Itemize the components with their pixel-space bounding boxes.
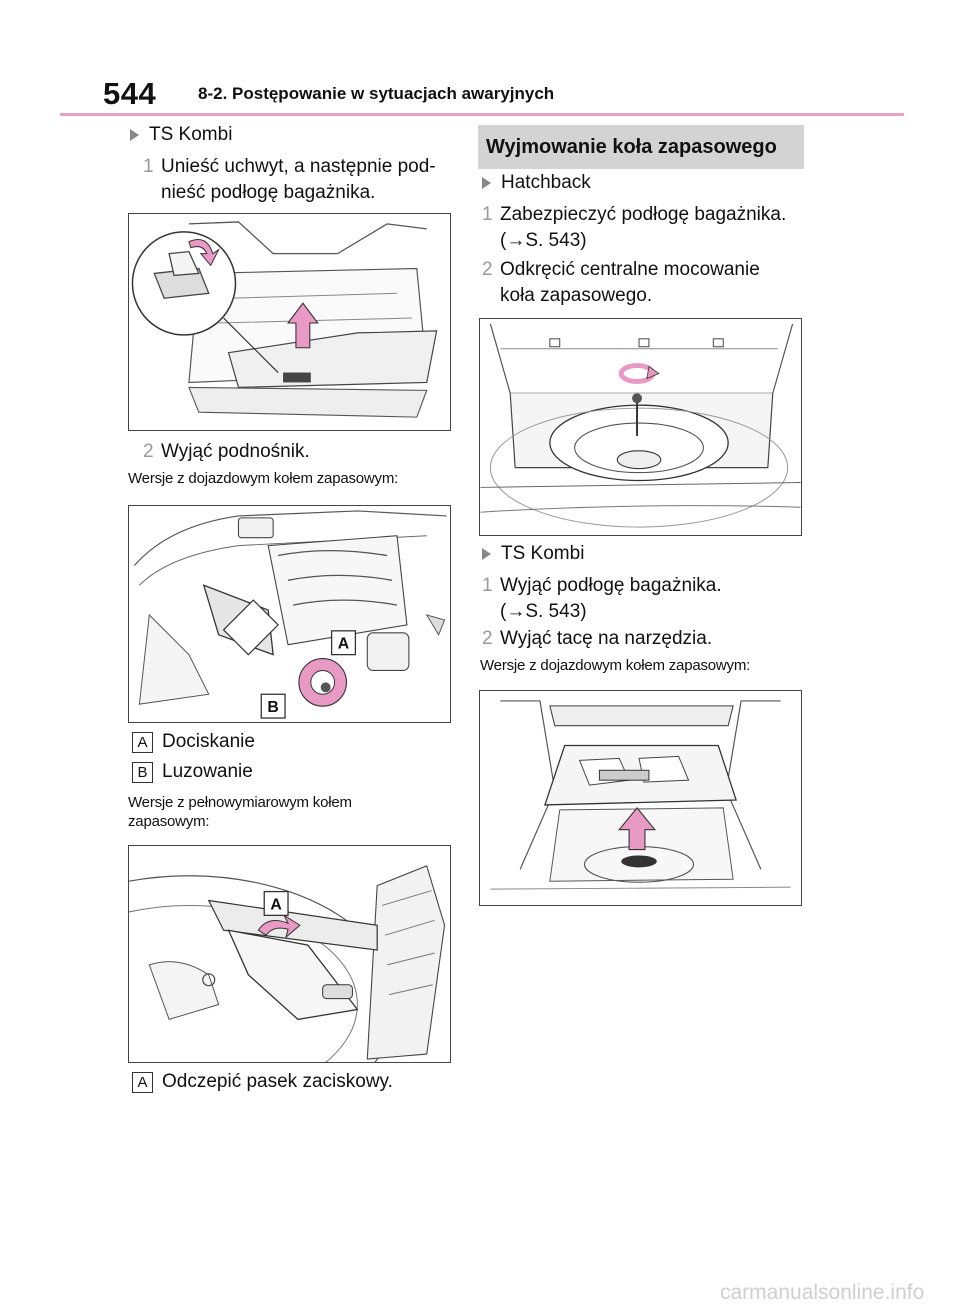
bullet-label: TS Kombi xyxy=(149,124,233,145)
figure-spare-wheel-hatchback xyxy=(479,318,802,536)
header-rule xyxy=(60,113,904,116)
note-compact-spare-right: Wersje z dojazdowym kołem zapasowym: xyxy=(480,657,751,674)
note-full-size-spare: Wersje z pełnowymiarowym kołem zapasowym… xyxy=(128,793,468,831)
step-2-kombi: 2 Wyjąć tacę na narzędzia. xyxy=(482,626,812,652)
bullet-label: Hatchback xyxy=(501,172,591,193)
legend-text: Odczepić pasek zaciskowy. xyxy=(162,1071,393,1092)
step-number: 1 xyxy=(143,156,154,177)
note-line: Wersje z pełnowymiarowym kołem xyxy=(128,794,352,811)
watermark: carmanualsonline.info xyxy=(720,1281,925,1304)
figure-strap-full-size: A xyxy=(128,845,451,1063)
page-number: 544 xyxy=(103,76,157,111)
step-text-line: Odkręcić centralne mocowanie xyxy=(500,259,760,280)
step-text-line: Unieść uchwyt, a następnie pod- xyxy=(161,156,436,177)
legend-key-b: B xyxy=(132,761,153,783)
bullet-label: TS Kombi xyxy=(501,543,585,564)
step-number: 2 xyxy=(482,259,493,280)
trunk-floor-illustration xyxy=(131,221,438,418)
step-text-line: (→S. 543) xyxy=(500,601,587,622)
step-number: 1 xyxy=(482,575,493,596)
strap-illustration: A xyxy=(129,865,446,1062)
section-heading-spare-removal: Wyjmowanie koła zapasowego xyxy=(478,125,804,169)
figure-label-b: B xyxy=(267,699,278,716)
step-1-kombi: 1 Wyjąć podłogę bagażnika. (→S. 543) xyxy=(482,573,812,625)
step-number: 2 xyxy=(482,628,493,649)
legend-odczepic: A Odczepić pasek zaciskowy. xyxy=(132,1071,393,1093)
legend-luzowanie: B Luzowanie xyxy=(132,761,253,783)
legend-key-a: A xyxy=(132,1071,153,1093)
label-a-box xyxy=(330,630,357,656)
note-compact-spare: Wersje z dojazdowym kołem zapasowym: xyxy=(128,470,399,487)
step-1-left: 1 Unieść uchwyt, a następnie pod- nieść … xyxy=(143,154,473,206)
step-1-right: 1 Zabezpieczyć podłogę bagażnika. (→S. 5… xyxy=(482,202,812,254)
figure-jack-compact: A B xyxy=(128,505,451,723)
figure-tool-tray-kombi xyxy=(479,690,802,906)
legend-text: Dociskanie xyxy=(162,731,255,752)
section-title: 8-2. Postępowanie w sytuacjach awaryjnyc… xyxy=(198,84,555,103)
spare-wheel-illustration xyxy=(480,323,801,528)
step-text-line: Zabezpieczyć podłogę bagażnika. xyxy=(500,204,787,225)
figure-label-a: A xyxy=(338,636,350,653)
step-2-right: 2 Odkręcić centralne mocowanie koła zapa… xyxy=(482,257,812,309)
step-text-line: Wyjąć podłogę bagażnika. xyxy=(500,575,722,596)
bullet-ts-kombi-left: TS Kombi xyxy=(130,124,232,146)
triangle-bullet-icon xyxy=(482,548,491,560)
triangle-bullet-icon xyxy=(482,177,491,189)
figure-lift-floor xyxy=(128,213,451,431)
step-text-line: nieść podłogę bagażnika. xyxy=(161,182,376,203)
step-text-line: Wyjąć podnośnik. xyxy=(161,441,310,462)
legend-text: Luzowanie xyxy=(162,761,253,782)
step-text-line: Wyjąć tacę na narzędzia. xyxy=(500,628,713,649)
legend-key-a: A xyxy=(132,731,153,753)
tool-tray-illustration xyxy=(490,700,791,890)
step-text-line: (→S. 543) xyxy=(500,230,587,251)
triangle-bullet-icon xyxy=(130,129,139,141)
step-text-line: koła zapasowego. xyxy=(500,285,653,306)
legend-dociskanie: A Dociskanie xyxy=(132,731,255,753)
bullet-ts-kombi-right: TS Kombi xyxy=(482,543,584,565)
step-2-left: 2 Wyjąć podnośnik. xyxy=(143,439,473,465)
label-a-box xyxy=(263,890,289,917)
step-number: 1 xyxy=(482,204,493,225)
note-line: zapasowym: xyxy=(128,813,210,830)
figure-label-a: A xyxy=(270,896,282,913)
jack-tray-illustration: A B xyxy=(133,510,447,719)
bullet-hatchback: Hatchback xyxy=(482,172,591,194)
label-b-box xyxy=(260,693,286,719)
step-number: 2 xyxy=(143,441,154,462)
